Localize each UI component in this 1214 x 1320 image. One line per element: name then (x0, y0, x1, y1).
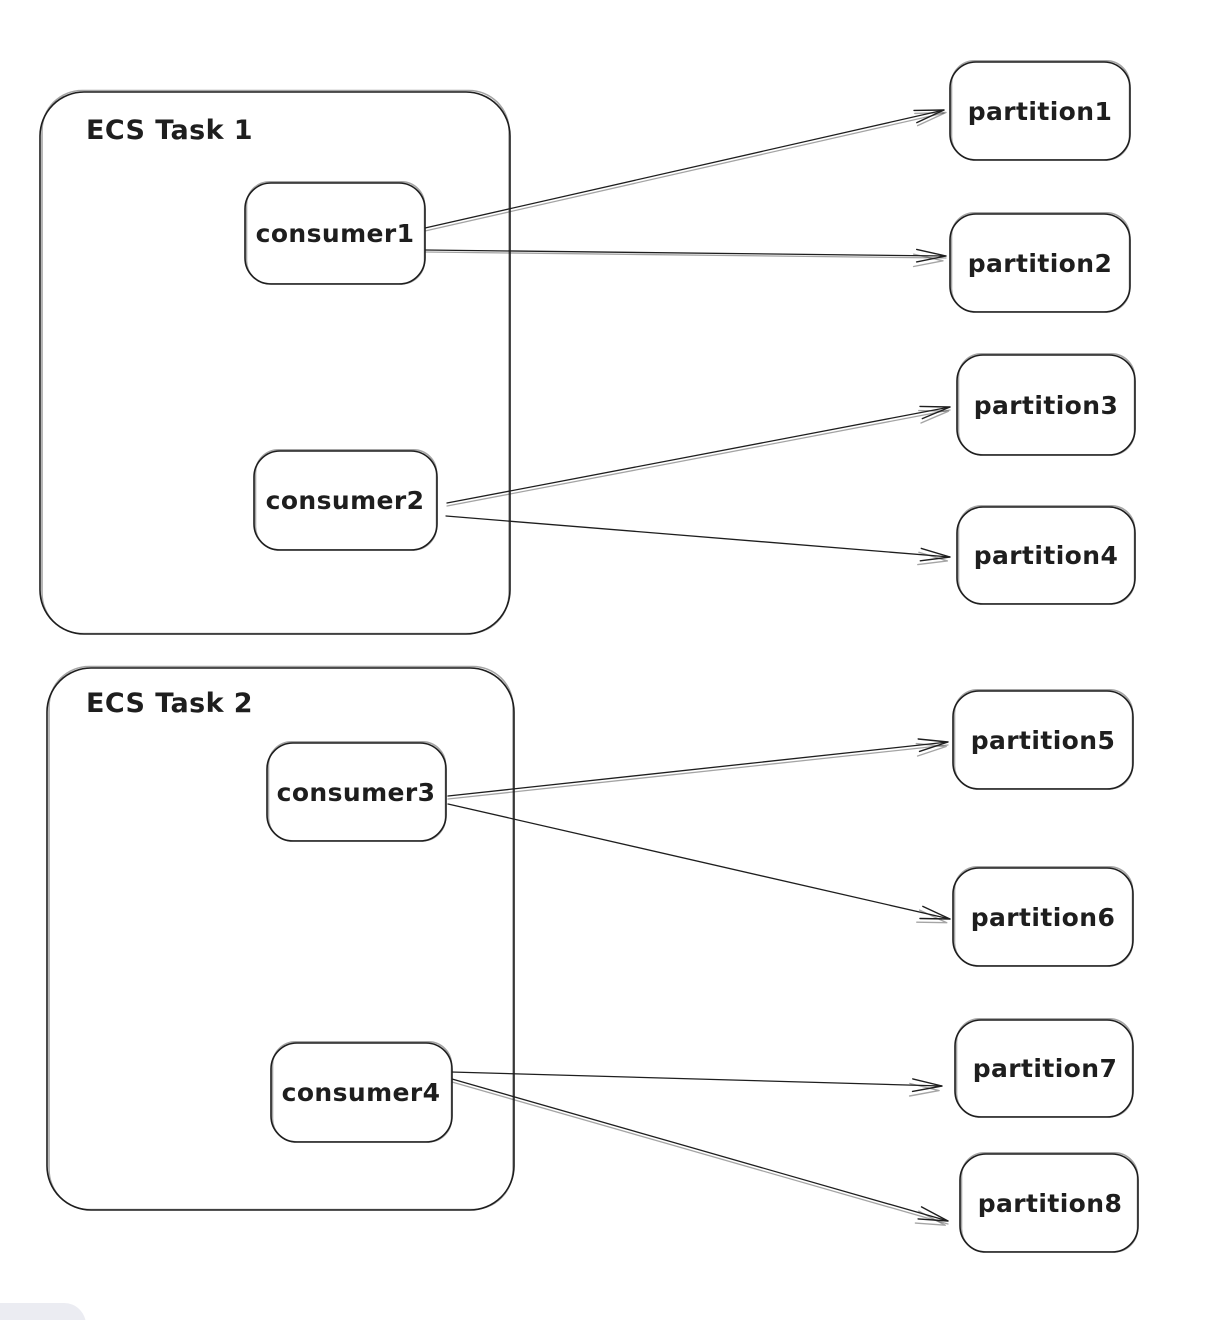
node-partition2[interactable]: partition2 (949, 212, 1131, 313)
arrowhead-echo-icon (916, 909, 948, 924)
node-partition5[interactable]: partition5 (952, 688, 1134, 790)
edge-consumer1-partition2[interactable] (424, 248, 947, 268)
partition3-label: partition3 (974, 391, 1119, 420)
node-partition4[interactable]: partition4 (956, 504, 1136, 605)
edge-line (424, 109, 945, 229)
arrowhead-echo-icon (918, 409, 950, 424)
node-partition8[interactable]: partition8 (959, 1152, 1139, 1253)
edge-consumer1-partition1[interactable] (424, 109, 947, 232)
arrowhead-icon (919, 905, 951, 920)
partition8-box (959, 1153, 1139, 1253)
arrowhead-icon (919, 405, 951, 420)
arrowhead-echo-icon (914, 1210, 946, 1226)
edge-line-echo (446, 409, 951, 507)
node-consumer4[interactable]: consumer4 (270, 1041, 453, 1143)
ecs-task-2-border-echo (48, 665, 514, 1211)
consumer3-box (266, 742, 447, 842)
partition5-box-echo (953, 688, 1134, 790)
ecs-task-2-label: ECS Task 2 (86, 688, 253, 719)
consumer3-box-echo (267, 740, 447, 842)
partition8-label: partition8 (978, 1189, 1123, 1218)
bottom-left-ui-island (0, 1303, 86, 1320)
consumer4-box-echo (271, 1041, 453, 1143)
group-ecs-task-2[interactable]: ECS Task 2 (46, 665, 515, 1211)
ecs-task-1-border (39, 91, 511, 635)
partition8-box-echo (960, 1152, 1139, 1253)
node-partition7[interactable]: partition7 (954, 1017, 1134, 1118)
edge-consumer2-partition3[interactable] (446, 405, 951, 507)
edge-consumer3-partition5[interactable] (447, 738, 949, 800)
edge-line (451, 1078, 949, 1222)
node-consumer1[interactable]: consumer1 (244, 181, 426, 285)
edge-line (447, 803, 951, 920)
consumer4-label: consumer4 (282, 1078, 441, 1107)
arrowhead-echo-icon (908, 1082, 940, 1097)
edge-line-echo (447, 744, 949, 800)
partition7-box (954, 1019, 1134, 1118)
partition1-box (949, 61, 1131, 161)
ecs-task-2-border (46, 667, 515, 1211)
consumer2-label: consumer2 (266, 486, 425, 515)
node-partition3[interactable]: partition3 (956, 352, 1136, 456)
partition5-label: partition5 (971, 726, 1116, 755)
partition3-box-echo (957, 352, 1136, 456)
edge-line (450, 1071, 943, 1087)
arrowhead-icon (919, 547, 951, 562)
edge-line (424, 249, 947, 257)
edge-line-echo (424, 112, 945, 232)
partition5-box (952, 690, 1134, 790)
edge-consumer4-partition8[interactable] (451, 1078, 949, 1226)
partition4-box (956, 506, 1136, 605)
partition2-box (949, 213, 1131, 313)
partition4-label: partition4 (974, 541, 1119, 570)
edge-line-echo (424, 251, 947, 259)
arrowhead-icon (917, 1206, 949, 1222)
arrowhead-icon (915, 248, 947, 263)
group-ecs-task-1[interactable]: ECS Task 1 (39, 89, 511, 635)
edge-consumer2-partition4[interactable] (445, 515, 951, 566)
node-consumer2[interactable]: consumer2 (253, 448, 438, 551)
partition6-box (952, 867, 1134, 967)
partition7-label: partition7 (973, 1054, 1118, 1083)
partition2-label: partition2 (968, 249, 1113, 278)
edge-line (447, 741, 949, 797)
consumer1-box (244, 182, 426, 285)
partition7-box-echo (955, 1017, 1134, 1118)
node-partition1[interactable]: partition1 (949, 59, 1131, 161)
arrowhead-echo-icon (915, 742, 947, 757)
consumer1-box-echo (245, 181, 426, 285)
partition1-box-echo (950, 59, 1131, 161)
ecs-task-1-label: ECS Task 1 (86, 115, 253, 146)
edge-line (446, 406, 951, 504)
node-consumer3[interactable]: consumer3 (266, 740, 447, 842)
arrowhead-icon (913, 109, 945, 124)
edge-consumer4-partition7[interactable] (450, 1071, 943, 1097)
arrowhead-echo-icon (912, 253, 944, 268)
consumer3-label: consumer3 (277, 778, 436, 807)
arrowhead-icon (917, 738, 949, 753)
partition4-box-echo (957, 504, 1136, 605)
consumer2-box-echo (254, 448, 438, 551)
arrowhead-echo-icon (914, 111, 947, 127)
consumer4-box (270, 1042, 453, 1143)
consumer2-box (253, 450, 438, 551)
arrowhead-echo-icon (917, 551, 949, 566)
partition3-box (956, 354, 1136, 456)
partition6-box-echo (953, 865, 1134, 967)
arrowhead-icon (911, 1078, 943, 1093)
edge-line-echo (451, 1081, 949, 1225)
node-partition6[interactable]: partition6 (952, 865, 1134, 967)
consumer1-label: consumer1 (256, 219, 415, 248)
ecs-task-1-border-echo (41, 89, 510, 635)
edge-line (445, 515, 951, 558)
partition6-label: partition6 (971, 903, 1116, 932)
partition2-box-echo (950, 212, 1131, 313)
partition1-label: partition1 (968, 97, 1113, 126)
edge-consumer3-partition6[interactable] (447, 803, 951, 924)
